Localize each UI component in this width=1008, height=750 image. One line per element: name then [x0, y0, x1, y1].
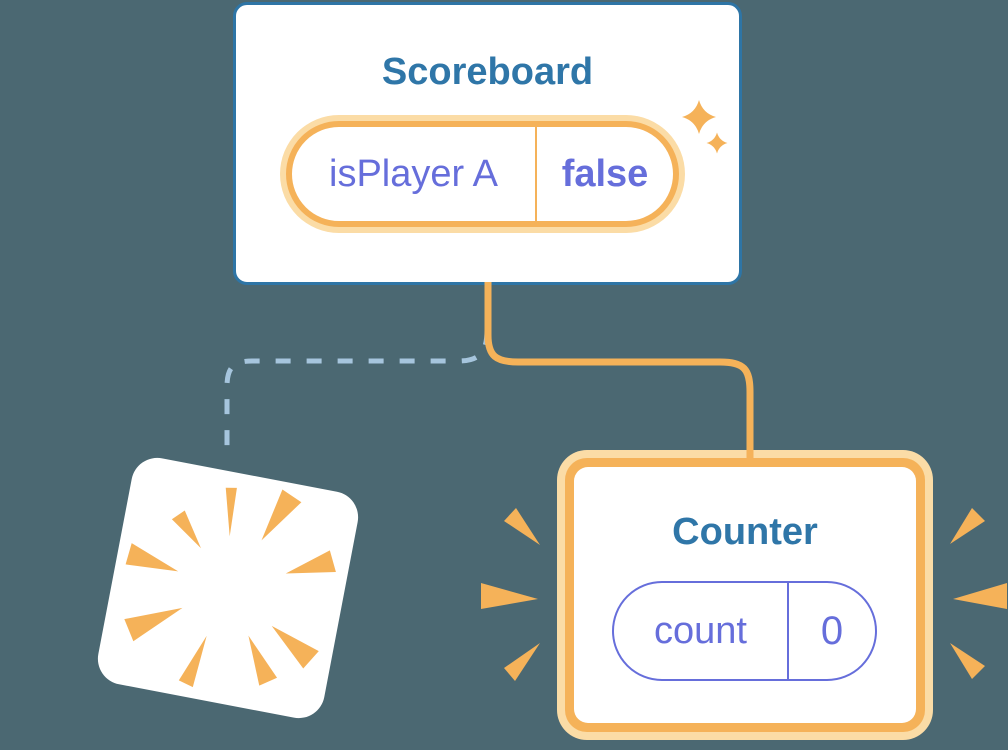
scoreboard-title: Scoreboard: [381, 51, 594, 93]
dashed-blue-connector: [224, 329, 490, 458]
scoreboard-state-pill: isPlayer A false: [286, 121, 679, 227]
state-pill-value: false: [561, 152, 649, 195]
counter-state-pill: count 0: [612, 581, 877, 681]
solid-orange-connector: [484, 282, 754, 464]
counter-card-border: Counter count 0: [565, 458, 925, 732]
count-pill-divider: [787, 583, 789, 679]
scoreboard-card: Scoreboard isPlayer A false: [233, 2, 742, 285]
emphasis-dash-icon: [950, 508, 1007, 679]
state-pill-divider: [535, 127, 537, 221]
count-pill-value: 0: [820, 608, 844, 653]
emphasis-dash-icon: [481, 508, 540, 681]
poof-burst-icon: [124, 487, 336, 688]
state-pill-label: isPlayer A: [329, 152, 498, 195]
count-pill-label: count: [654, 609, 747, 652]
poof-card: [93, 453, 363, 723]
counter-title: Counter: [672, 511, 818, 553]
counter-card-inner: Counter count 0: [574, 467, 916, 723]
counter-card: Counter count 0: [557, 450, 933, 740]
